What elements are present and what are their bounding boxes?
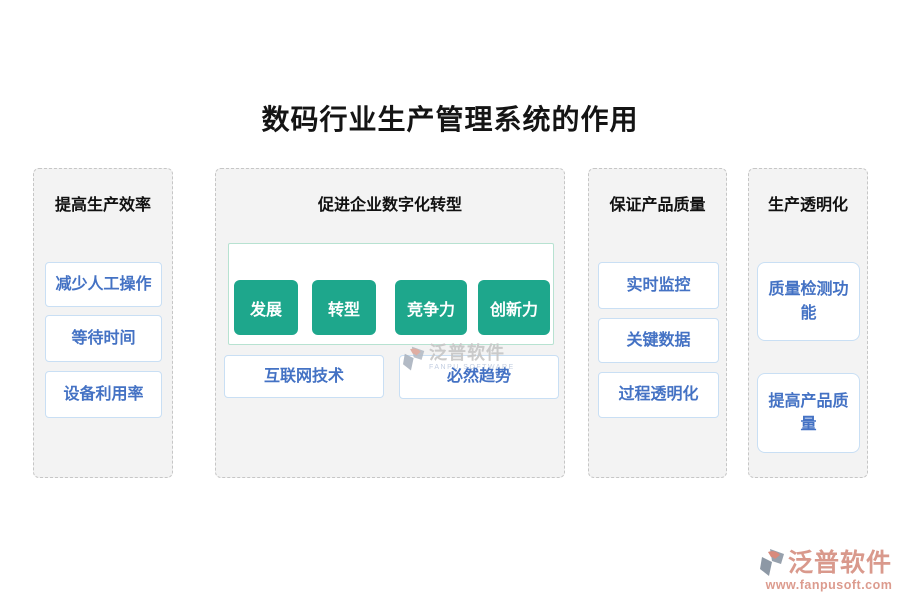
fanpu-logo-icon — [760, 549, 784, 576]
item-quality-inspection-function: 质量检测功能 — [757, 262, 860, 341]
panel-production-transparency: 生产透明化 质量检测功能 提高产品质量 — [748, 168, 868, 478]
item-realtime-monitoring: 实时监控 — [598, 262, 719, 309]
panel-digital-transformation: 促进企业数字化转型 发展 转型 竞争力 创新力 互联网技术 必然趋势 — [215, 168, 565, 478]
item-inevitable-trend: 必然趋势 — [399, 355, 559, 399]
item-process-transparency: 过程透明化 — [598, 372, 719, 418]
watermark-corner-brand: 泛普软件 — [788, 549, 893, 577]
page-title: 数码行业生产管理系统的作用 — [261, 105, 639, 136]
panel-product-quality-header: 保证产品质量 — [609, 197, 706, 214]
item-waiting-time: 等待时间 — [45, 315, 162, 362]
panel-efficiency-header: 提高生产效率 — [54, 197, 151, 214]
item-internet-technology: 互联网技术 — [224, 355, 384, 398]
keyword-group-box: 发展 转型 竞争力 创新力 — [228, 243, 554, 345]
panel-digital-transformation-header: 促进企业数字化转型 — [317, 197, 462, 214]
keyword-competitiveness: 竞争力 — [395, 280, 467, 335]
watermark-corner-row: 泛普软件 — [760, 549, 900, 577]
watermark-corner: 泛普软件 www.fanpusoft.com — [760, 549, 900, 592]
watermark-corner-url: www.fanpusoft.com — [765, 578, 893, 592]
keyword-development: 发展 — [234, 280, 298, 335]
keyword-innovation: 创新力 — [478, 280, 550, 335]
panel-production-transparency-header: 生产透明化 — [767, 197, 848, 214]
item-reduce-manual-operation: 减少人工操作 — [45, 262, 162, 307]
keyword-transformation: 转型 — [312, 280, 376, 335]
panel-product-quality: 保证产品质量 实时监控 关键数据 过程透明化 — [588, 168, 727, 478]
item-key-data: 关键数据 — [598, 318, 719, 363]
panel-efficiency: 提高生产效率 减少人工操作 等待时间 设备利用率 — [33, 168, 173, 478]
item-equipment-utilization: 设备利用率 — [45, 371, 162, 418]
item-improve-product-quality: 提高产品质量 — [757, 373, 860, 453]
